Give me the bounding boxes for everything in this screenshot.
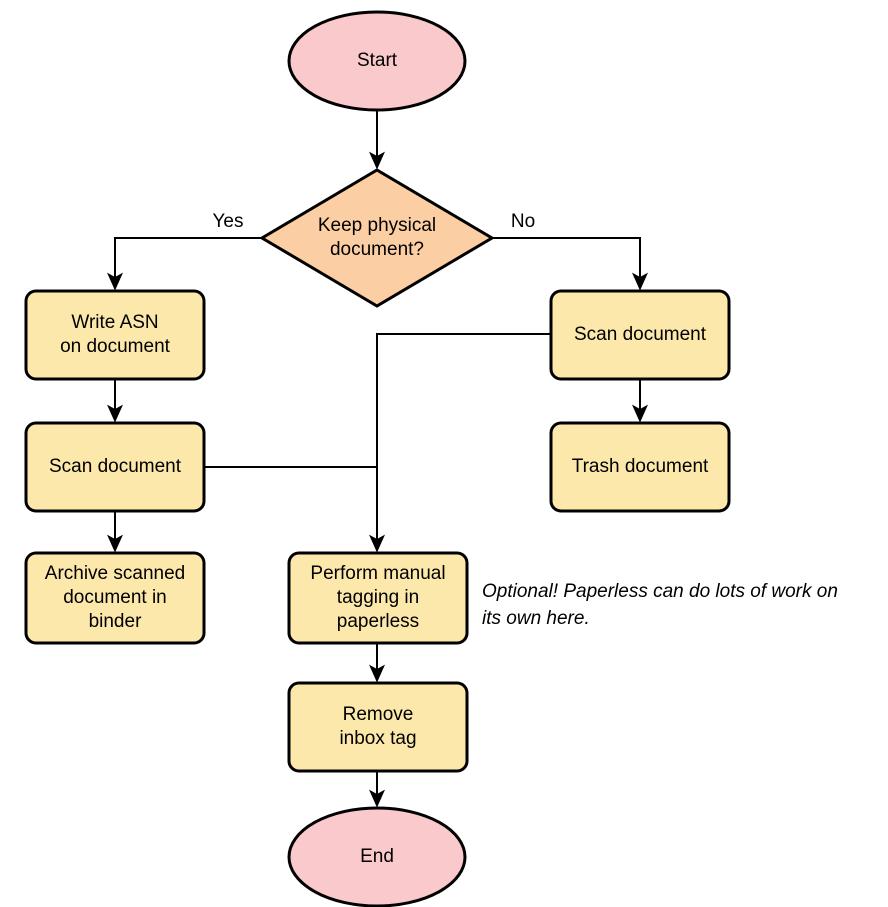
- node-end[interactable]: End: [287, 806, 467, 907]
- node-scanright[interactable]: Scan document: [549, 289, 731, 381]
- process-shape: [549, 421, 731, 513]
- edge-decision-to-writeasn: [107, 237, 262, 291]
- node-start[interactable]: Start: [287, 10, 467, 112]
- label-yes: Yes: [213, 211, 244, 232]
- edge-scanright-to-tagging: [369, 333, 551, 553]
- process-shape: [287, 551, 469, 645]
- node-scanleft[interactable]: Scan document: [24, 421, 206, 513]
- node-label: End: [360, 846, 394, 867]
- node-label: Scan document: [49, 456, 182, 477]
- process-shape: [24, 289, 206, 381]
- edge-labels-layer: Yes No: [213, 211, 536, 232]
- edge-decision-to-scanright: [492, 237, 648, 291]
- process-shape: [24, 551, 206, 645]
- node-trash[interactable]: Trash document: [549, 421, 731, 513]
- terminator-shape: [287, 10, 467, 112]
- process-shape: [549, 289, 731, 381]
- annotations-layer: Optional! Paperless can do lots of work …: [482, 581, 838, 629]
- node-label: Scan document: [574, 324, 707, 345]
- node-label: Start: [357, 50, 398, 71]
- node-label: Trash document: [572, 456, 709, 477]
- process-shape: [24, 421, 206, 513]
- edges-layer: [107, 110, 648, 808]
- process-shape: [287, 681, 469, 773]
- terminator-shape: [287, 806, 467, 907]
- label-no: No: [511, 211, 535, 232]
- decision-shape: [259, 168, 495, 308]
- note-optional: Optional! Paperless can do lots of work …: [482, 581, 838, 629]
